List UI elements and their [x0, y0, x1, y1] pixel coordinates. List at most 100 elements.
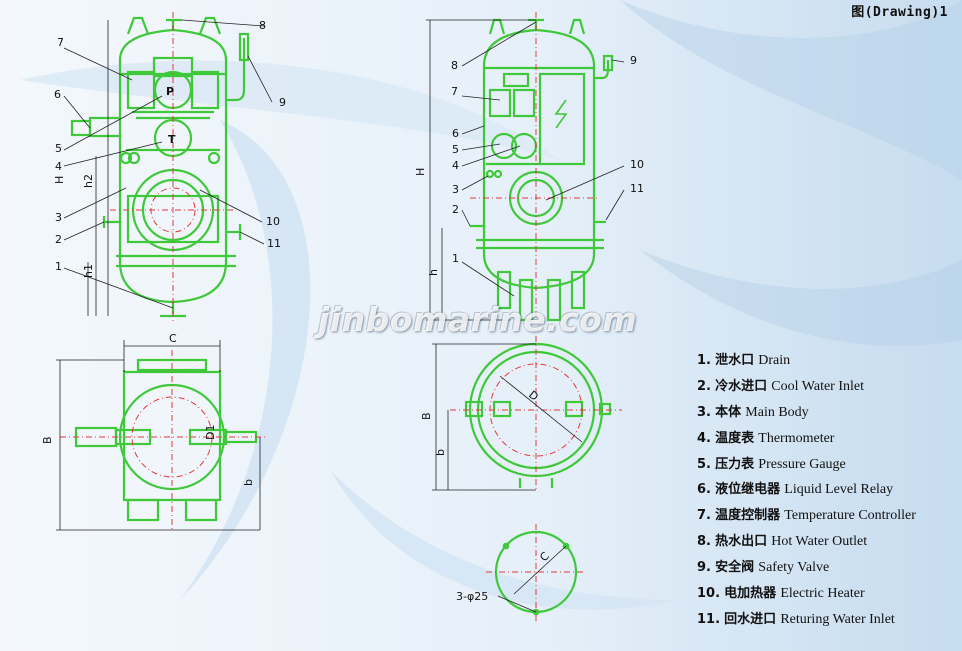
plan-labels: C B b D1: [41, 332, 255, 486]
legend: 1. 泄水口 Drain 2. 冷水进口 Cool Water Inlet 3.…: [697, 352, 959, 637]
dim-side-D: D: [526, 388, 541, 403]
legend-en: Drain: [758, 353, 791, 368]
legend-zh: 安全阀: [715, 560, 755, 576]
legend-en: Safety Valve: [758, 560, 830, 576]
callout-front-1: 1: [55, 260, 62, 273]
legend-num: 3.: [697, 404, 711, 420]
plan-centerlines: [60, 350, 268, 530]
lightning-icon: [554, 99, 568, 129]
callout-side-6: 6: [452, 127, 459, 140]
dim-front-H: H: [53, 176, 66, 184]
bolt-circle-dims: [497, 545, 567, 613]
legend-en: Cool Water Inlet: [771, 378, 864, 394]
legend-item-cool-water-inlet: 2. 冷水进口 Cool Water Inlet: [697, 378, 959, 404]
callout-front-3: 3: [55, 211, 62, 224]
callout-front-11: 11: [267, 237, 281, 250]
legend-zh: 液位继电器: [715, 482, 781, 498]
callout-front-6: 6: [54, 88, 61, 101]
dim-front-h1: h1: [82, 264, 95, 278]
legend-zh: 电加热器: [724, 586, 777, 602]
drawing-caption: 图(Drawing)1: [851, 5, 948, 20]
plan-view: [74, 358, 258, 522]
bolt-circle-centerlines: [486, 524, 586, 622]
callout-side-5: 5: [452, 143, 459, 156]
legend-num: 8.: [697, 534, 711, 550]
callout-side-4: 4: [452, 159, 459, 172]
side-pressure-gauge-icon: [490, 132, 518, 160]
front-leaders: [63, 19, 273, 316]
legend-zh: 回水进口: [724, 611, 777, 627]
gauge-t-label: T: [168, 133, 176, 146]
dim-hole: 3-φ25: [456, 590, 488, 603]
dim-plan-C: C: [169, 332, 177, 345]
side-leaders: [426, 19, 625, 321]
legend-en: Main Body: [745, 404, 809, 420]
gauge-p-label: P: [166, 85, 174, 98]
legend-item-safety-valve: 9. 安全阀 Safety Valve: [697, 559, 959, 585]
legend-num: 1.: [697, 353, 711, 368]
legend-item-temperature-controller: 7. 温度控制器 Temperature Controller: [697, 507, 959, 533]
legend-zh: 冷水进口: [715, 378, 768, 394]
legend-num: 11.: [697, 611, 721, 627]
legend-num: 6.: [697, 482, 711, 498]
legend-item-liquid-level-relay: 6. 液位继电器 Liquid Level Relay: [697, 481, 959, 507]
legend-en: Thermometer: [758, 430, 835, 446]
callout-side-10: 10: [630, 158, 644, 171]
callout-side-1: 1: [452, 252, 459, 265]
callout-side-9: 9: [630, 54, 637, 67]
dim-side-H: H: [414, 168, 427, 176]
legend-num: 7.: [697, 508, 711, 524]
side-plan-view: [464, 342, 612, 488]
callout-side-11: 11: [630, 182, 644, 195]
legend-item-thermometer: 4. 温度表 Thermometer: [697, 430, 959, 456]
front-centerlines: [110, 12, 236, 322]
dim-side-h: h: [427, 269, 440, 276]
legend-item-main-body: 3. 本体 Main Body: [697, 404, 959, 430]
side-view: [470, 18, 614, 322]
legend-zh: 压力表: [715, 456, 755, 472]
legend-item-hot-water-outlet: 8. 热水出口 Hot Water Outlet: [697, 533, 959, 559]
front-callouts: 7 6 5 4 3 2 1 8 9 10 11 P T H h2 h1: [53, 19, 286, 278]
callout-front-9: 9: [279, 96, 286, 109]
legend-en: Temperature Controller: [784, 508, 916, 524]
legend-zh: 泄水口: [715, 353, 755, 368]
legend-item-electric-heater: 10. 电加热器 Electric Heater: [697, 585, 959, 611]
legend-num: 4.: [697, 430, 711, 446]
legend-item-pressure-gauge: 5. 压力表 Pressure Gauge: [697, 456, 959, 482]
legend-en: Returing Water Inlet: [780, 611, 895, 627]
callout-side-8: 8: [451, 59, 458, 72]
callout-front-8: 8: [259, 19, 266, 32]
side-plan-centerlines: [450, 336, 622, 490]
dim-plan-B: B: [41, 436, 54, 444]
callout-front-5: 5: [55, 142, 62, 155]
watermark: jinbomarine.com: [318, 300, 638, 339]
callout-front-7: 7: [57, 36, 64, 49]
side-centerlines: [470, 12, 600, 320]
dim-bolt-C: C: [537, 549, 552, 564]
legend-zh: 温度控制器: [715, 508, 781, 524]
legend-num: 9.: [697, 560, 711, 576]
legend-zh: 温度表: [715, 430, 755, 446]
electric-box: [538, 72, 586, 166]
dim-front-h2: h2: [82, 174, 95, 188]
legend-num: 10.: [697, 586, 721, 602]
legend-en: Electric Heater: [780, 586, 865, 602]
dim-side-B: B: [420, 412, 433, 420]
callout-front-2: 2: [55, 233, 62, 246]
legend-en: Hot Water Outlet: [771, 534, 868, 550]
legend-num: 2.: [697, 378, 711, 394]
callout-side-3: 3: [452, 183, 459, 196]
plan-dims: [56, 340, 261, 531]
front-view: [70, 16, 250, 318]
dim-plan-D1: D1: [204, 425, 217, 440]
callout-front-10: 10: [266, 215, 280, 228]
legend-zh: 本体: [715, 404, 742, 420]
legend-item-drain: 1. 泄水口 Drain: [697, 352, 959, 378]
callout-side-2: 2: [452, 203, 459, 216]
side-callouts: 8 7 6 5 4 3 2 1 9 10 11 H h: [414, 54, 644, 276]
dim-plan-b: b: [242, 479, 255, 486]
legend-num: 5.: [697, 456, 711, 472]
